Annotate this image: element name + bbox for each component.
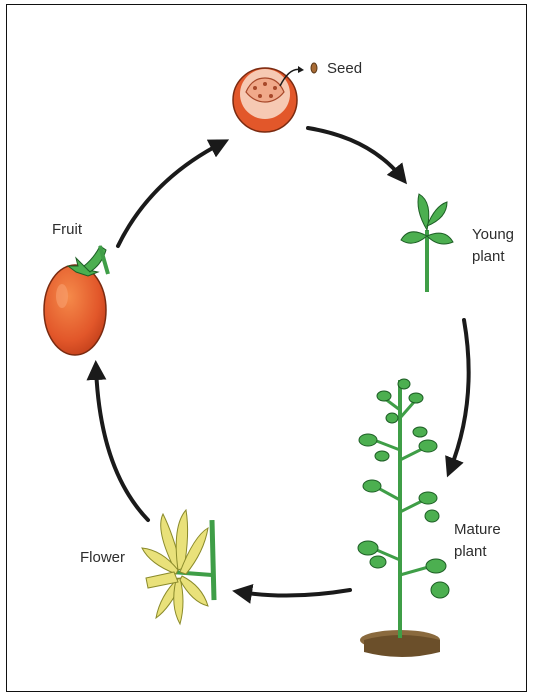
label-fruit: Fruit <box>52 220 82 240</box>
label-mature-plant-line2: plant <box>454 541 501 563</box>
arrow-seed-to-young <box>308 128 402 178</box>
seedling-icon <box>401 194 453 292</box>
label-mature-plant-line1: Mature <box>454 519 501 541</box>
tomato-half-icon <box>233 68 297 132</box>
cycle-arrows <box>96 128 469 596</box>
seed-icon <box>311 63 317 73</box>
arrow-young-to-mature <box>450 320 469 470</box>
label-young-plant: Young plant <box>472 224 514 268</box>
label-seed: Seed <box>327 59 362 79</box>
mature-plant-icon <box>358 379 449 657</box>
label-flower: Flower <box>80 548 125 568</box>
arrow-mature-to-flower <box>240 590 350 596</box>
label-young-plant-line2: plant <box>472 246 514 268</box>
tomato-icon <box>44 246 108 355</box>
arrow-flower-to-fruit <box>96 368 148 520</box>
label-young-plant-line1: Young <box>472 224 514 246</box>
arrow-fruit-to-seed <box>118 143 222 246</box>
flower-icon <box>142 510 214 624</box>
label-mature-plant: Mature plant <box>454 519 501 563</box>
